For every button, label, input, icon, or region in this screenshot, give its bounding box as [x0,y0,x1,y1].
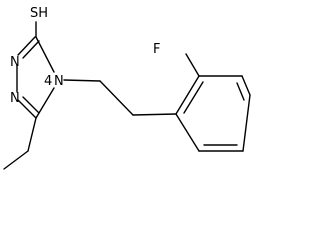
bond-c5-ch2 [27,117,37,152]
bond-c6-c1 [175,113,200,152]
bond-c1-c2-double [183,81,204,114]
bond-c4-c5 [242,94,251,152]
nitrogen-label-ring: N [54,74,64,89]
bond-n4-ch2 [63,79,101,82]
fluorine-label: F [153,42,160,57]
bond-c3-c4-double [236,82,245,101]
nitrogen-label-top: N [10,55,20,70]
sh-label: SH [30,6,48,21]
bond-ch2-aryl [132,113,177,116]
ethyl-group [3,117,37,170]
bond-c3-n2-double [22,40,40,59]
bond-n1-c5 [17,99,37,119]
molecule-structure: SH N N 4 N F [3,6,251,170]
nitrogen-label-bottom: N [10,91,20,106]
triazole-ring [16,36,55,119]
bond-c1-c2 [175,75,200,115]
bond-c3-c4 [241,75,251,96]
bond-ch2-ch2 [99,80,134,116]
benzene-ring [175,75,251,152]
nitrogen-locant-label: 4 [44,74,52,89]
bond-n1-c5-double [22,96,40,114]
bond-c3-n2 [17,36,36,56]
bond-c5-n4 [35,87,55,119]
bond-c2-f [185,53,200,77]
bond-n4-c3 [35,36,55,73]
ethylene-linker [63,79,177,116]
bond-ch2-ch3 [3,150,29,170]
